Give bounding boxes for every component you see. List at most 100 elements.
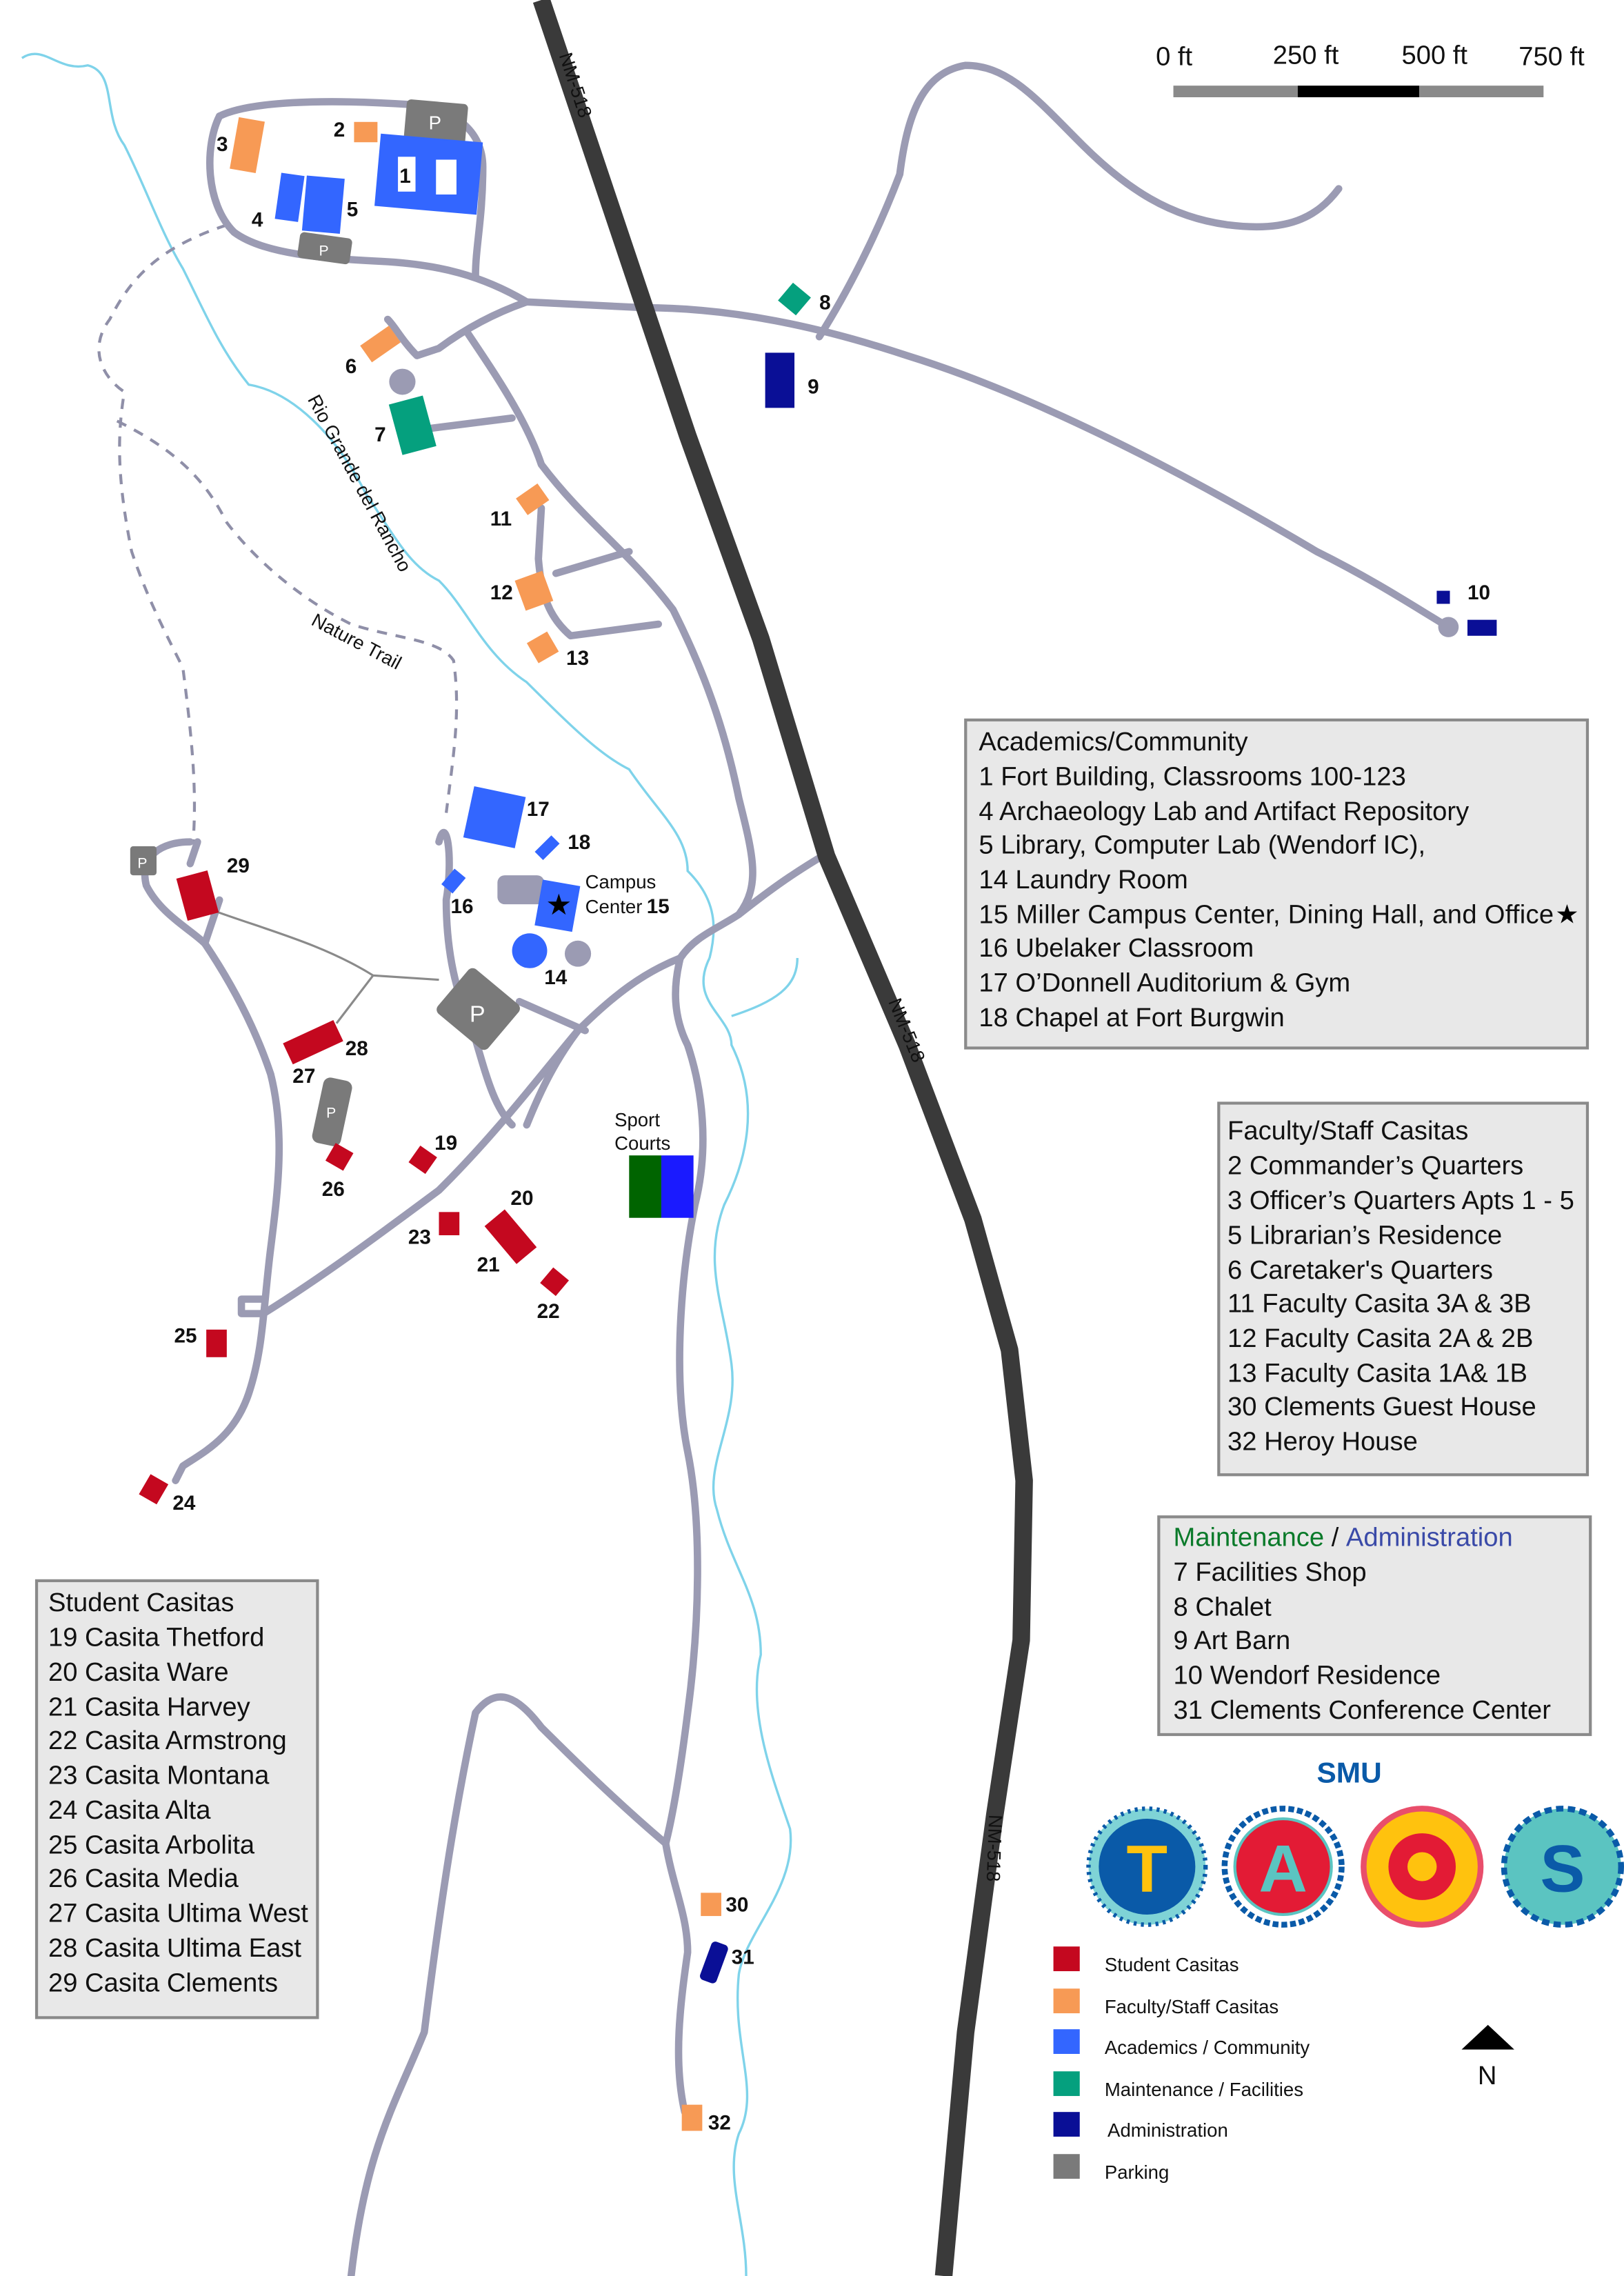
parking-lot (312, 1077, 352, 1146)
faculty-item: 11 Faculty Casita 3A & 3B (1227, 1290, 1532, 1319)
sport-courts-label: Sport (614, 1109, 660, 1130)
maintenance-legend-box: Maintenance / Administration 7 Facilitie… (1157, 1515, 1592, 1737)
highway-label: NM-518 (983, 1815, 1007, 1882)
faculty-item: 30 Clements Guest House (1227, 1392, 1536, 1421)
legend-swatch-student (1053, 1946, 1080, 1972)
number-21: 21 (477, 1254, 500, 1277)
maintenance-item: 7 Facilities Shop (1174, 1558, 1367, 1587)
building-26 (325, 1143, 354, 1171)
number-6: 6 (345, 355, 357, 378)
building-11 (516, 483, 550, 515)
students-item: 27 Casita Ultima West (48, 1899, 308, 1928)
highway-nm518: NM-518 NM-518 NM-518 (532, 0, 1033, 2276)
logo-letter-s: S (1540, 1831, 1585, 1906)
faculty-legend-box: Faculty/Staff Casitas 2 Commander’s Quar… (1217, 1101, 1590, 1477)
maintenance-title-b: Administration (1346, 1524, 1513, 1553)
students-item: 23 Casita Montana (48, 1761, 270, 1790)
number-28: 28 (345, 1037, 368, 1060)
number-12: 12 (490, 581, 513, 604)
roads (141, 61, 1452, 2276)
number-27: 27 (292, 1065, 315, 1088)
students-item: 25 Casita Arbolita (48, 1831, 255, 1860)
number-8: 8 (819, 291, 831, 314)
legend-swatch-parking (1053, 2154, 1080, 2179)
students-item: 26 Casita Media (48, 1864, 239, 1893)
students-legend-box: Student Casitas 19 Casita Thetford 20 Ca… (34, 1579, 319, 2019)
north-arrow: N (1461, 2024, 1514, 2090)
building-2 (354, 121, 378, 143)
building-8 (778, 282, 811, 316)
north-arrow-icon (1461, 2024, 1514, 2050)
star-icon: ★ (545, 888, 572, 921)
legend-label: Faculty/Staff Casitas (1105, 1996, 1279, 2017)
number-20: 20 (510, 1187, 533, 1210)
building-15 (534, 879, 581, 932)
buildings: P P P P P ★ (130, 99, 1497, 2131)
academics-item: 14 Laundry Room (979, 866, 1187, 895)
number-14: 14 (544, 966, 568, 989)
number-19: 19 (434, 1132, 457, 1155)
number-15: 15 (647, 895, 670, 918)
legend-label: Student Casitas (1105, 1954, 1239, 1975)
number-30: 30 (725, 1894, 748, 1917)
maintenance-item: 9 Art Barn (1174, 1626, 1291, 1655)
students-item: 24 Casita Alta (48, 1796, 211, 1825)
maintenance-item: 8 Chalet (1174, 1593, 1272, 1622)
building-7 (388, 395, 437, 455)
faculty-item: 32 Heroy House (1227, 1428, 1418, 1457)
students-item: 29 Casita Clements (48, 1969, 278, 1998)
academics-item: 18 Chapel at Fort Burgwin (979, 1004, 1284, 1032)
building-17 (463, 786, 526, 848)
parking-lot (437, 968, 520, 1050)
students-item: 22 Casita Armstrong (48, 1726, 287, 1755)
sport-courts-label: Courts (614, 1132, 670, 1154)
students-item: 28 Casita Ultima East (48, 1934, 301, 1963)
number-11: 11 (490, 508, 512, 530)
number-5: 5 (347, 199, 359, 221)
number-16: 16 (450, 895, 473, 918)
legend-label: Administration (1107, 2119, 1228, 2141)
parking-label: P (319, 243, 329, 259)
smu-logo-text: SMU (1316, 1757, 1381, 1789)
students-item: 21 Casita Harvey (48, 1693, 250, 1722)
number-1: 1 (399, 165, 411, 188)
building-9 (765, 352, 795, 408)
logo-letter-a: A (1259, 1831, 1307, 1906)
color-legend: Student Casitas Faculty/Staff Casitas Ac… (1053, 1946, 1310, 2183)
sport-court (661, 1155, 694, 1218)
north-label: N (1478, 2062, 1497, 2090)
number-32: 32 (708, 2112, 731, 2135)
building-16 (441, 868, 466, 894)
maintenance-item: 10 Wendorf Residence (1174, 1661, 1441, 1690)
building-4 (274, 172, 305, 222)
legend-label: Parking (1105, 2162, 1170, 2183)
building-25 (206, 1329, 227, 1357)
number-22: 22 (537, 1300, 560, 1323)
building-1 (374, 133, 483, 215)
building-31 (700, 1941, 728, 1984)
academics-item: 15 Miller Campus Center, Dining Hall, an… (979, 901, 1554, 930)
trail-label: Nature Trail (308, 609, 405, 674)
building-18 (534, 835, 560, 860)
parking-lot (403, 99, 468, 145)
legend-label: Maintenance / Facilities (1105, 2079, 1303, 2100)
number-7: 7 (374, 423, 386, 446)
academics-item: 5 Library, Computer Lab (Wendorf IC), (979, 831, 1425, 860)
building-20 (484, 1209, 537, 1264)
legend-swatch-academics (1053, 2029, 1080, 2054)
number-26: 26 (322, 1178, 345, 1201)
parking-label: P (429, 112, 441, 133)
students-title: Student Casitas (48, 1588, 234, 1617)
building-29 (176, 870, 219, 921)
logo-letter-t: T (1127, 1831, 1168, 1906)
academics-item: 1 Fort Building, Classrooms 100-123 (979, 763, 1405, 792)
maintenance-item: 31 Clements Conference Center (1174, 1696, 1552, 1725)
building-6 (360, 326, 401, 363)
building-3 (230, 117, 265, 174)
building-14 (512, 933, 548, 968)
number-31: 31 (732, 1946, 754, 1969)
building-numbers: 1 2 3 4 5 6 7 8 9 10 11 12 13 14 15 16 1… (172, 119, 1490, 2134)
maintenance-title-a: Maintenance (1174, 1524, 1325, 1553)
faculty-item: 12 Faculty Casita 2A & 2B (1227, 1324, 1533, 1353)
parking-label: P (137, 856, 147, 872)
